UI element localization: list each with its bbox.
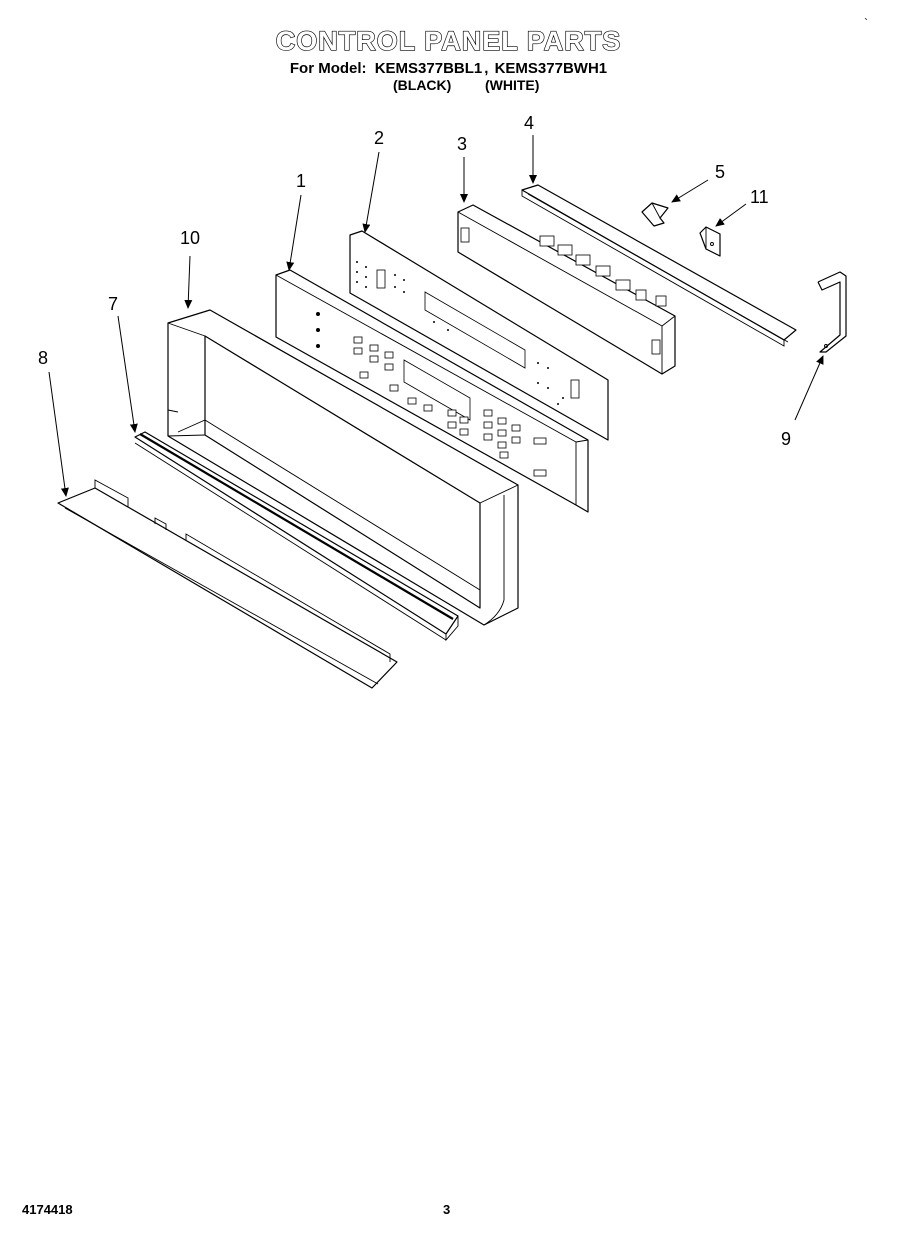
part-10-frame bbox=[167, 309, 519, 626]
callout-10: 10 bbox=[180, 228, 200, 248]
callout-11: 11 bbox=[750, 187, 769, 207]
callout-5: 5 bbox=[715, 162, 725, 182]
model-number-black: KEMS377BBL1 bbox=[374, 60, 483, 77]
part-4-rail bbox=[521, 184, 797, 347]
callout-1: 1 bbox=[296, 171, 306, 191]
part-2-overlay bbox=[349, 230, 609, 441]
part-5-clip bbox=[641, 202, 669, 227]
part-3-control-board bbox=[457, 204, 676, 375]
callout-4: 4 bbox=[524, 113, 534, 133]
part-1-control-panel bbox=[275, 269, 589, 513]
callout-8: 8 bbox=[38, 348, 48, 368]
color-label-white: (WHITE) bbox=[485, 77, 540, 93]
part-11-bracket bbox=[699, 226, 721, 257]
callout-3: 3 bbox=[457, 134, 467, 154]
model-prefix: For Model: bbox=[289, 60, 367, 77]
model-number-white: KEMS377BWH1 bbox=[494, 60, 608, 77]
page-number: 3 bbox=[443, 1202, 451, 1217]
model-line: For Model: KEMS377BBL1, KEMS377BWH1 bbox=[289, 60, 608, 77]
corner-mark: ` bbox=[864, 16, 868, 30]
part-8-trim-strip bbox=[57, 479, 398, 689]
callout-9: 9 bbox=[781, 429, 791, 449]
color-label-black: (BLACK) bbox=[393, 77, 452, 93]
callout-2: 2 bbox=[374, 128, 384, 148]
callout-7: 7 bbox=[108, 294, 118, 314]
part-7-lower-strip bbox=[134, 431, 459, 642]
document-number: 4174418 bbox=[22, 1202, 73, 1217]
page-title: CONTROL PANEL PARTS bbox=[275, 25, 622, 56]
part-9-bent-bracket bbox=[817, 271, 847, 353]
